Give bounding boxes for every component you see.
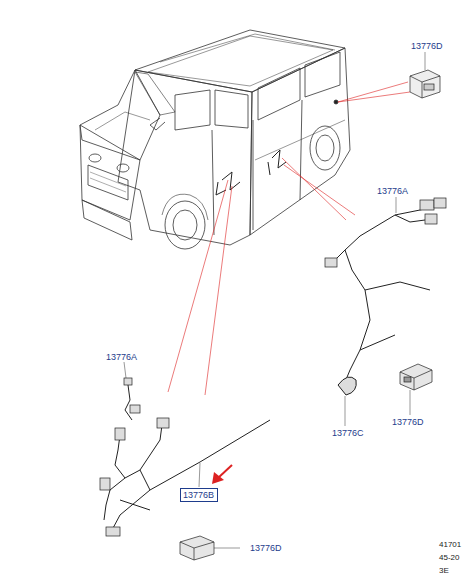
callout-number: 3E — [438, 566, 450, 575]
leader-lines — [168, 82, 410, 395]
callout-number: 13776D — [391, 417, 425, 427]
connector-part — [100, 378, 169, 536]
callout-leaders — [124, 52, 425, 487]
callout-number: 45-20 — [438, 553, 460, 562]
callout-box: 13776B — [180, 488, 218, 502]
callout-number: 13776A — [105, 352, 138, 362]
rear-door-harness — [333, 205, 440, 395]
callout-number: 13776A — [376, 186, 409, 196]
callout-number: 13776C — [331, 428, 365, 438]
callout-number: 41701 — [438, 540, 462, 549]
callout-number: 13776D — [249, 543, 283, 553]
harness-on-vehicle — [216, 150, 286, 195]
connector-part — [410, 70, 440, 98]
vehicle — [80, 30, 350, 249]
connector-part — [180, 536, 240, 560]
connector-part — [325, 198, 446, 267]
red-arrow — [212, 465, 232, 484]
callout-number: 13776B — [183, 490, 215, 500]
front-door-harness — [104, 385, 270, 530]
callout-number: 13776D — [410, 41, 444, 51]
connector-part — [400, 364, 432, 390]
